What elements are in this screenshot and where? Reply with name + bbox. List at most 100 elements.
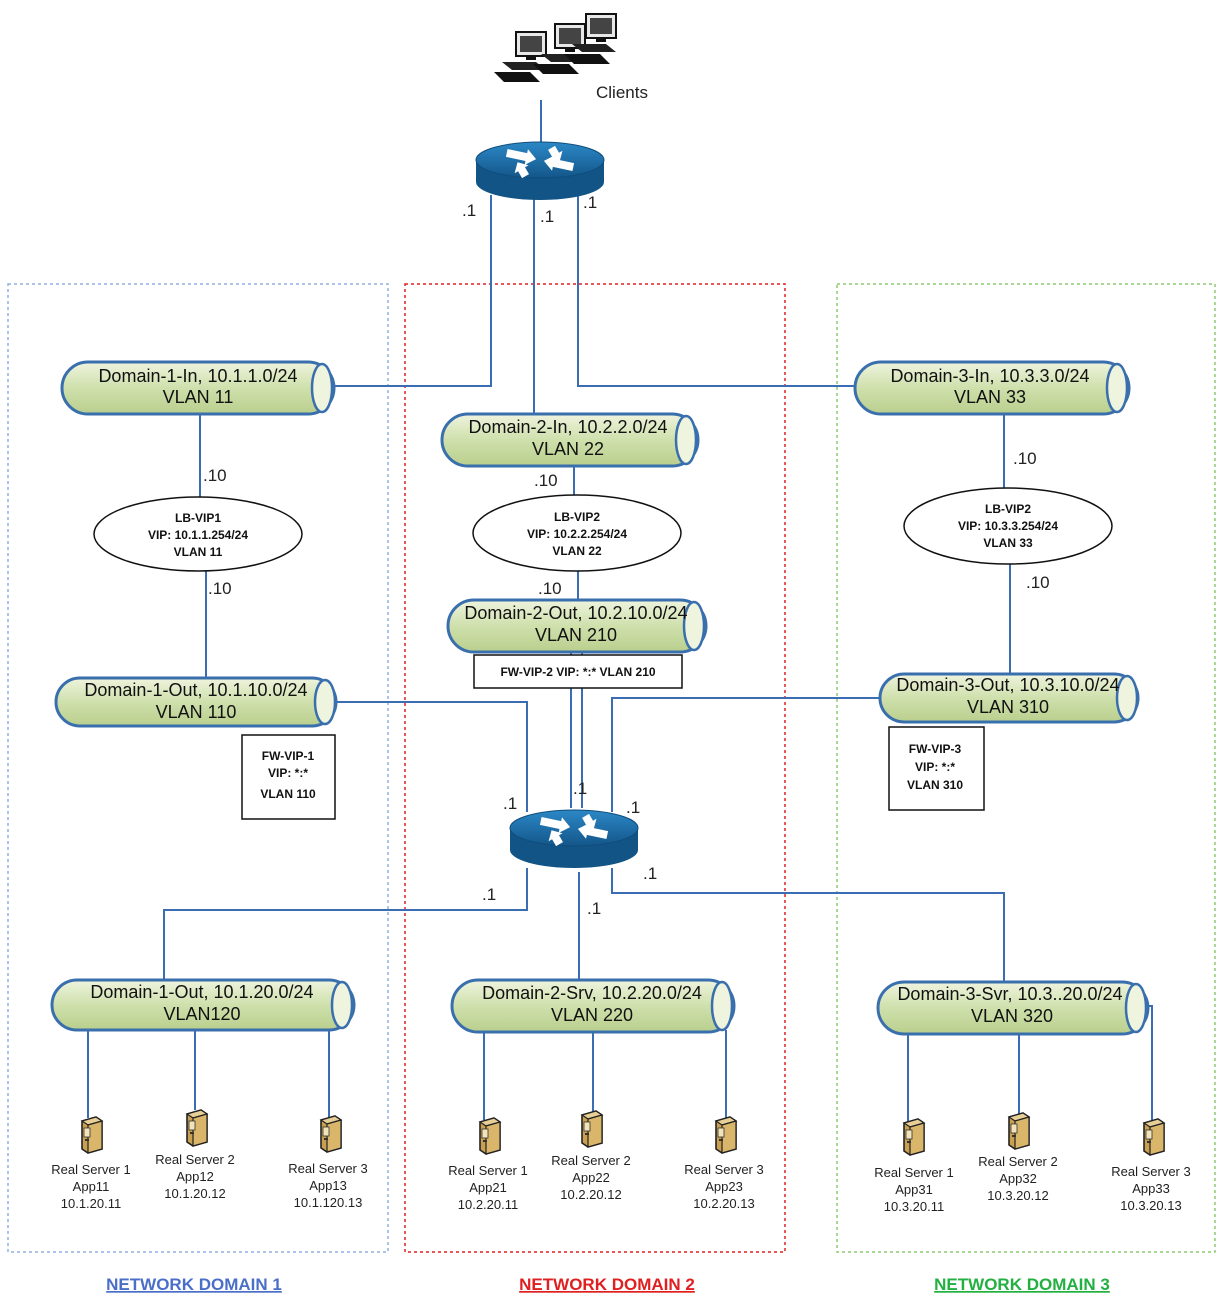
svg-text:10.3.20.13: 10.3.20.13 bbox=[1120, 1198, 1181, 1213]
svg-text:.10: .10 bbox=[1013, 449, 1037, 468]
svg-text:FW-VIP-2 VIP: *:* VLAN 210: FW-VIP-2 VIP: *:* VLAN 210 bbox=[500, 665, 655, 679]
ip-labels: .10 .10 .10 .10 .10 .10 .1 .1 .1 .1 .1 .… bbox=[203, 449, 1050, 918]
segment-domain-3-srv: Domain-3-Svr, 10.3..20.0/24 VLAN 320 bbox=[876, 980, 1150, 1036]
svg-text:10.2.20.13: 10.2.20.13 bbox=[693, 1196, 754, 1211]
svg-text:LB-VIP2: LB-VIP2 bbox=[985, 502, 1031, 516]
svg-text:App32: App32 bbox=[999, 1171, 1037, 1186]
network-domain-1-frame bbox=[7, 283, 389, 1253]
svg-text:Real Server 2: Real Server 2 bbox=[155, 1152, 234, 1167]
segment-domain-2-out: Domain-2-Out, 10.2.10.0/24 VLAN 210 bbox=[446, 598, 708, 654]
svg-text:.10: .10 bbox=[208, 579, 232, 598]
server-icon bbox=[903, 1118, 925, 1156]
segment-label: Domain-3-In, 10.3.3.0/24 bbox=[890, 366, 1089, 386]
svg-text:10.1.20.12: 10.1.20.12 bbox=[164, 1186, 225, 1201]
svg-text:10.2.20.12: 10.2.20.12 bbox=[560, 1187, 621, 1202]
svg-text:App33: App33 bbox=[1132, 1181, 1170, 1196]
svg-text:App31: App31 bbox=[895, 1182, 933, 1197]
svg-text:.10: .10 bbox=[534, 471, 558, 490]
svg-text:VIP: 10.2.2.254/24: VIP: 10.2.2.254/24 bbox=[527, 527, 627, 541]
clients-label: Clients bbox=[596, 83, 648, 102]
server-icon bbox=[320, 1115, 342, 1153]
segment-label: Domain-3-Out, 10.3.10.0/24 bbox=[896, 675, 1119, 695]
server-icon bbox=[186, 1109, 208, 1147]
server-labels: Real Server 1 App11 10.1.20.11 Real Serv… bbox=[51, 1152, 1190, 1214]
segment-vlan-label: VLAN120 bbox=[163, 1004, 240, 1024]
network-domain-1-label: NETWORK DOMAIN 1 bbox=[106, 1275, 282, 1294]
server-label: Real Server 1 App31 10.3.20.11 bbox=[874, 1165, 953, 1214]
svg-text:.1: .1 bbox=[503, 794, 517, 813]
svg-text:Real Server 1: Real Server 1 bbox=[448, 1163, 527, 1178]
svg-text:FW-VIP-3: FW-VIP-3 bbox=[909, 742, 962, 756]
svg-text:App13: App13 bbox=[309, 1178, 347, 1193]
segment-label: Domain-1-Out, 10.1.10.0/24 bbox=[84, 680, 307, 700]
svg-text:.1: .1 bbox=[573, 779, 587, 798]
server-label: Real Server 3 App13 10.1.120.13 bbox=[288, 1161, 367, 1210]
svg-text:VLAN 310: VLAN 310 bbox=[907, 778, 963, 792]
segment-vlan-label: VLAN 220 bbox=[551, 1005, 633, 1025]
network-domain-2-frame bbox=[404, 283, 786, 1253]
segment-vlan-label: VLAN 110 bbox=[156, 702, 237, 722]
segment-domain-1-out: Domain-1-Out, 10.1.10.0/24 VLAN 110 bbox=[54, 676, 338, 728]
svg-text:10.1.20.11: 10.1.20.11 bbox=[61, 1196, 121, 1211]
fw-vip-3: FW-VIP-3 VIP: *:* VLAN 310 bbox=[888, 726, 985, 811]
svg-text:VLAN 11: VLAN 11 bbox=[174, 545, 223, 559]
segment-domain-2-srv: Domain-2-Srv, 10.2.20.0/24 VLAN 220 bbox=[450, 978, 736, 1034]
server-icon bbox=[1143, 1118, 1165, 1156]
svg-text:Real Server 1: Real Server 1 bbox=[51, 1162, 130, 1177]
svg-text:VLAN 110: VLAN 110 bbox=[260, 787, 316, 801]
server-label: Real Server 2 App22 10.2.20.12 bbox=[551, 1153, 630, 1202]
server-icon bbox=[581, 1110, 603, 1148]
svg-text:Real Server 1: Real Server 1 bbox=[874, 1165, 953, 1180]
svg-text:.10: .10 bbox=[1026, 573, 1050, 592]
server-icon bbox=[1008, 1112, 1030, 1150]
top-router-ip-label: .1 bbox=[540, 207, 554, 226]
svg-text:.10: .10 bbox=[538, 579, 562, 598]
fw-vip-1: FW-VIP-1 VIP: *:* VLAN 110 bbox=[241, 734, 336, 820]
svg-text:Real Server 3: Real Server 3 bbox=[1111, 1164, 1190, 1179]
segment-label: Domain-1-In, 10.1.1.0/24 bbox=[98, 366, 297, 386]
svg-text:Real Server 3: Real Server 3 bbox=[684, 1162, 763, 1177]
svg-text:App12: App12 bbox=[176, 1169, 214, 1184]
network-domain-3-label: NETWORK DOMAIN 3 bbox=[934, 1275, 1110, 1294]
segments: Domain-1-In, 10.1.1.0/24 VLAN 11 Domain-… bbox=[50, 360, 1150, 1036]
svg-text:.1: .1 bbox=[587, 899, 601, 918]
server-label: Real Server 1 App11 10.1.20.11 bbox=[51, 1162, 130, 1211]
segment-vlan-label: VLAN 33 bbox=[954, 387, 1026, 407]
segment-domain-1-in: Domain-1-In, 10.1.1.0/24 VLAN 11 bbox=[60, 360, 336, 416]
segment-vlan-label: VLAN 22 bbox=[532, 439, 604, 459]
svg-text:App22: App22 bbox=[572, 1170, 610, 1185]
segment-label: Domain-2-Out, 10.2.10.0/24 bbox=[464, 603, 687, 623]
server-label: Real Server 3 App23 10.2.20.13 bbox=[684, 1162, 763, 1211]
lb-vip-2: LB-VIP2 VIP: 10.2.2.254/24 VLAN 22 bbox=[472, 494, 682, 572]
svg-text:VLAN 22: VLAN 22 bbox=[552, 544, 602, 558]
core-router-icon bbox=[509, 809, 639, 869]
svg-text:VIP: *:*: VIP: *:* bbox=[268, 766, 308, 780]
svg-text:.1: .1 bbox=[626, 798, 640, 817]
segment-domain-3-out: Domain-3-Out, 10.3.10.0/24 VLAN 310 bbox=[878, 672, 1140, 724]
top-router-icon bbox=[475, 141, 605, 201]
svg-text:.1: .1 bbox=[482, 885, 496, 904]
lb-vip-3: LB-VIP2 VIP: 10.3.3.254/24 VLAN 33 bbox=[903, 487, 1113, 565]
server-icon bbox=[81, 1116, 103, 1154]
segment-label: Domain-2-Srv, 10.2.20.0/24 bbox=[482, 983, 702, 1003]
svg-text:VIP: 10.1.1.254/24: VIP: 10.1.1.254/24 bbox=[148, 528, 248, 542]
svg-text:VIP: *:*: VIP: *:* bbox=[915, 760, 955, 774]
svg-text:App23: App23 bbox=[705, 1179, 743, 1194]
svg-text:10.3.20.12: 10.3.20.12 bbox=[987, 1188, 1048, 1203]
server-label: Real Server 3 App33 10.3.20.13 bbox=[1111, 1164, 1190, 1213]
svg-text:Real Server 2: Real Server 2 bbox=[978, 1154, 1057, 1169]
segment-vlan-label: VLAN 11 bbox=[163, 387, 234, 407]
lb-vip-1: LB-VIP1 VIP: 10.1.1.254/24 VLAN 11 bbox=[93, 496, 303, 572]
svg-text:VIP: 10.3.3.254/24: VIP: 10.3.3.254/24 bbox=[958, 519, 1058, 533]
segment-domain-1-srv: Domain-1-Out, 10.1.20.0/24 VLAN120 bbox=[50, 978, 356, 1032]
svg-text:LB-VIP2: LB-VIP2 bbox=[554, 510, 600, 524]
svg-text:10.2.20.11: 10.2.20.11 bbox=[458, 1197, 518, 1212]
segment-label: Domain-1-Out, 10.1.20.0/24 bbox=[90, 982, 313, 1002]
svg-text:App21: App21 bbox=[469, 1180, 507, 1195]
server-label: Real Server 2 App12 10.1.20.12 bbox=[155, 1152, 234, 1201]
network-domain-2-label: NETWORK DOMAIN 2 bbox=[519, 1275, 695, 1294]
server-label: Real Server 1 App21 10.2.20.11 bbox=[448, 1163, 527, 1212]
server-icon bbox=[479, 1117, 501, 1155]
segment-label: Domain-3-Svr, 10.3..20.0/24 bbox=[897, 984, 1122, 1004]
svg-text:.10: .10 bbox=[203, 466, 227, 485]
